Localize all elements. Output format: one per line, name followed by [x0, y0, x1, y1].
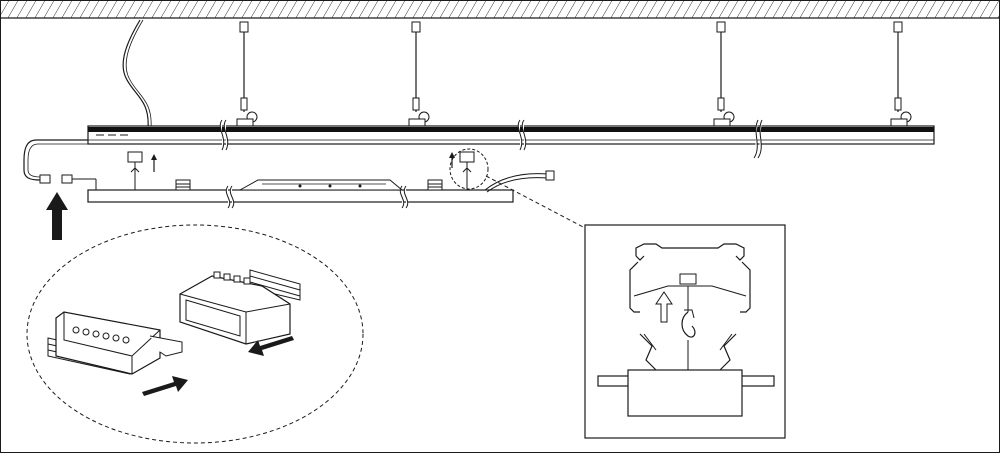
wire-connector	[179, 269, 301, 345]
tray-cross-section	[597, 369, 775, 417]
suspension-cable	[890, 21, 912, 128]
push-up-arrow	[46, 192, 68, 240]
tray-hook	[127, 151, 143, 190]
push-up-arrow-small	[449, 152, 455, 168]
push-up-arrow	[655, 291, 673, 323]
mounting-clip-detail-callout	[584, 224, 786, 439]
suspension-cable	[236, 21, 258, 128]
tray-hook	[459, 151, 475, 190]
detail-marker	[449, 148, 489, 190]
power-cable	[122, 19, 149, 129]
connector-detail-callout	[26, 224, 364, 444]
gear-tray	[87, 151, 555, 209]
detail-leader	[485, 175, 586, 229]
suspension-cable	[713, 21, 735, 128]
push-right-arrow	[142, 376, 188, 396]
ceiling-hatch	[1, 1, 999, 18]
connection-cable	[23, 139, 97, 190]
aluminium-profile	[87, 119, 935, 159]
suspension-cables	[236, 21, 912, 128]
mounting-clip	[639, 286, 737, 373]
push-up-arrow-small	[151, 154, 157, 172]
ceiling	[0, 1, 1000, 19]
tray-clip	[427, 179, 443, 191]
wire-connector	[47, 311, 183, 375]
push-left-arrow	[248, 336, 294, 356]
profile-cross-section	[629, 243, 751, 313]
driver	[238, 179, 404, 191]
tray-clip	[175, 179, 191, 191]
suspension-cable	[408, 21, 430, 128]
